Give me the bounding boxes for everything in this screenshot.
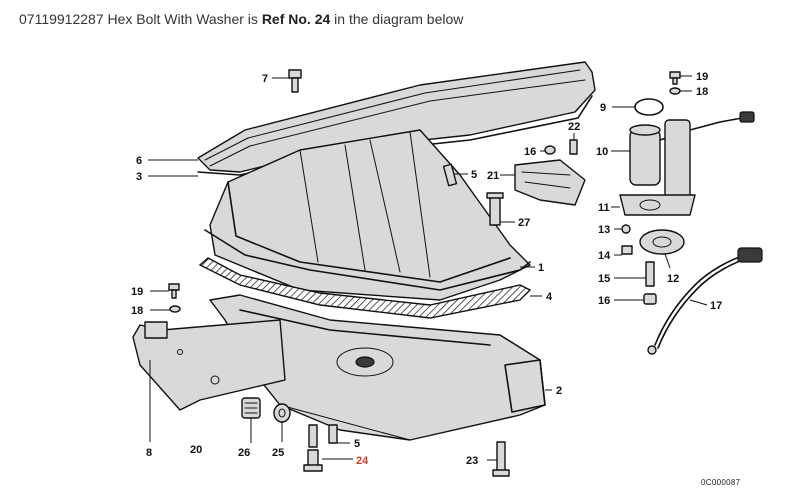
gasket-part-4 bbox=[198, 257, 532, 319]
callout-5-lower: 5 bbox=[354, 438, 360, 450]
callout-21: 21 bbox=[487, 170, 499, 182]
callout-4: 4 bbox=[546, 291, 553, 303]
caption-is: is bbox=[247, 11, 258, 27]
washer-part-25 bbox=[273, 403, 291, 423]
callout-16-upper: 16 bbox=[524, 146, 536, 158]
stud-part-5-lower bbox=[308, 424, 338, 448]
bolt-part-23 bbox=[492, 441, 510, 477]
callout-6: 6 bbox=[136, 155, 142, 167]
ref-number: Ref No. 24 bbox=[261, 11, 331, 27]
stud-part-15 bbox=[645, 261, 655, 287]
bolt-part-22 bbox=[569, 139, 578, 155]
wire-part-17 bbox=[647, 247, 763, 355]
drain-plug-part-26 bbox=[241, 397, 261, 419]
callout-18-left: 18 bbox=[131, 305, 143, 317]
callout-22: 22 bbox=[568, 121, 580, 133]
bolt-part-7 bbox=[288, 69, 302, 93]
callout-7: 7 bbox=[262, 73, 268, 85]
nut-part-13 bbox=[621, 224, 631, 234]
callout-23: 23 bbox=[466, 455, 478, 467]
ring-part-12 bbox=[639, 229, 685, 255]
callout-3: 3 bbox=[136, 171, 142, 183]
callout-9: 9 bbox=[600, 102, 606, 114]
gasket-part-9 bbox=[634, 98, 664, 116]
callout-26: 26 bbox=[238, 447, 250, 459]
callout-15: 15 bbox=[598, 273, 610, 285]
callout-5-upper: 5 bbox=[471, 169, 477, 181]
callout-1: 1 bbox=[538, 262, 544, 274]
callout-18-right: 18 bbox=[696, 86, 708, 98]
callout-14: 14 bbox=[598, 250, 611, 262]
bracket-part-11 bbox=[619, 194, 696, 216]
callout-10: 10 bbox=[596, 146, 608, 158]
part-name: Hex Bolt With Washer bbox=[107, 11, 244, 27]
callout-labels: 7 6 3 5 16 22 21 27 1 4 19 18 8 20 26 25… bbox=[131, 71, 722, 467]
cover-part-6 bbox=[197, 61, 596, 173]
bolt-part-19-left bbox=[168, 283, 180, 299]
callout-27: 27 bbox=[518, 217, 530, 229]
stud-part-5-upper bbox=[442, 163, 458, 187]
callout-20: 20 bbox=[190, 444, 202, 456]
callout-2: 2 bbox=[556, 385, 562, 397]
diagram-code: 0C000087 bbox=[701, 478, 741, 487]
callout-24-highlighted: 24 bbox=[356, 455, 369, 467]
callout-8: 8 bbox=[146, 447, 152, 459]
caption-suffix: in the diagram below bbox=[334, 11, 464, 27]
washer-part-16 bbox=[544, 145, 556, 155]
washer-part-18-left bbox=[169, 305, 181, 313]
bolt-part-19-right bbox=[669, 71, 681, 85]
caption: 07119912287 Hex Bolt With Washer is Ref … bbox=[19, 10, 463, 28]
sensor-part-10 bbox=[629, 111, 755, 201]
nut-part-16-right bbox=[643, 293, 657, 305]
callout-25: 25 bbox=[272, 447, 284, 459]
washer-part-18-right bbox=[669, 87, 681, 95]
bolt-part-14 bbox=[621, 245, 633, 255]
callout-11: 11 bbox=[598, 202, 610, 214]
leader-lines bbox=[148, 75, 708, 461]
hex-bolt-part-24 bbox=[303, 449, 323, 472]
callout-17: 17 bbox=[710, 300, 722, 312]
callout-12: 12 bbox=[667, 273, 679, 285]
callout-16-right: 16 bbox=[598, 295, 610, 307]
sleeve-part-27 bbox=[486, 192, 504, 226]
callout-13: 13 bbox=[598, 224, 610, 236]
part-number: 07119912287 bbox=[19, 11, 104, 27]
callout-19-left: 19 bbox=[131, 286, 143, 298]
bracket-part-21 bbox=[514, 159, 586, 206]
bracket-part-8 bbox=[132, 319, 286, 411]
callout-19-right: 19 bbox=[696, 71, 708, 83]
